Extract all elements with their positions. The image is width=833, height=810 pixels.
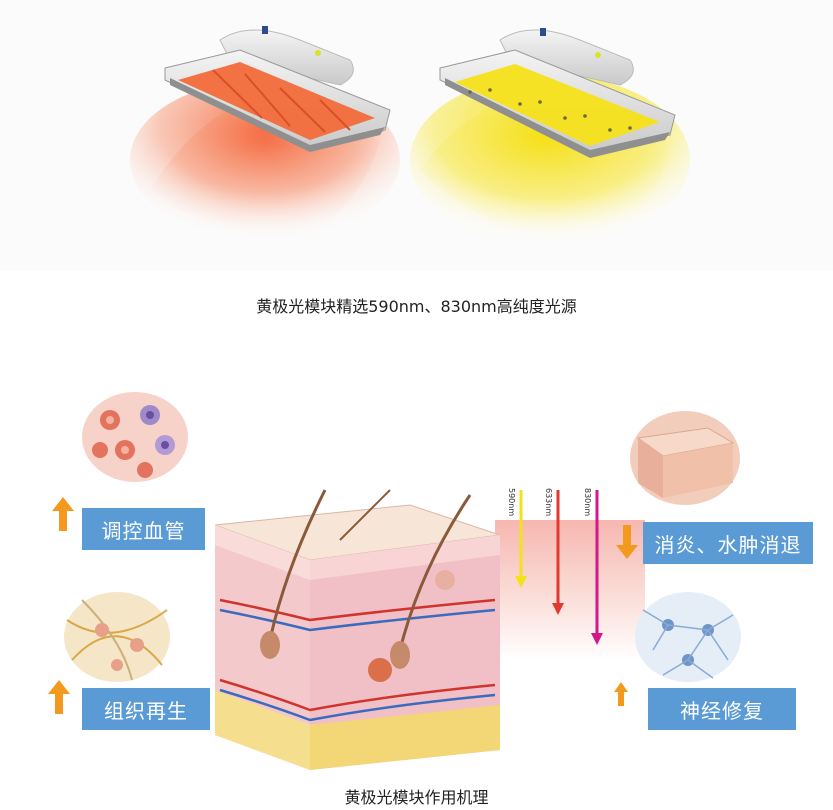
arrow-down-icon bbox=[616, 525, 638, 559]
blood-cells-circle bbox=[82, 392, 188, 482]
skin-cross-section-illustration bbox=[214, 489, 501, 770]
wavelength-arrows bbox=[515, 490, 603, 645]
tissue-fibers-circle bbox=[64, 592, 170, 682]
effect-label-regeneration: 组织再生 bbox=[82, 688, 210, 730]
arrow-830nm-head bbox=[591, 633, 603, 645]
led-devices-illustration bbox=[0, 0, 833, 270]
arrow-590nm-head bbox=[515, 576, 527, 588]
nerve-cells-circle bbox=[635, 592, 741, 682]
effect-label-nerve-repair: 神经修复 bbox=[648, 688, 796, 730]
arrow-up-icon bbox=[614, 682, 628, 706]
wavelength-label-590nm: 590nm bbox=[507, 488, 516, 517]
top-caption: 黄极光模块精选590nm、830nm高纯度光源 bbox=[256, 297, 577, 316]
arrow-up-icon bbox=[52, 497, 74, 531]
red-light-device bbox=[130, 26, 400, 240]
yellow-light-device bbox=[410, 28, 690, 245]
effect-label-anti-inflammation: 消炎、水肿消退 bbox=[643, 522, 813, 564]
skin-texture-circle bbox=[630, 411, 740, 505]
wavelength-label-830nm: 830nm bbox=[583, 488, 592, 517]
arrow-up-icon bbox=[48, 680, 70, 714]
arrow-633nm-head bbox=[552, 603, 564, 615]
effect-label-vascular: 调控血管 bbox=[82, 508, 205, 550]
bottom-caption: 黄极光模块作用机理 bbox=[344, 788, 489, 807]
wavelength-label-633nm: 633nm bbox=[544, 488, 553, 517]
